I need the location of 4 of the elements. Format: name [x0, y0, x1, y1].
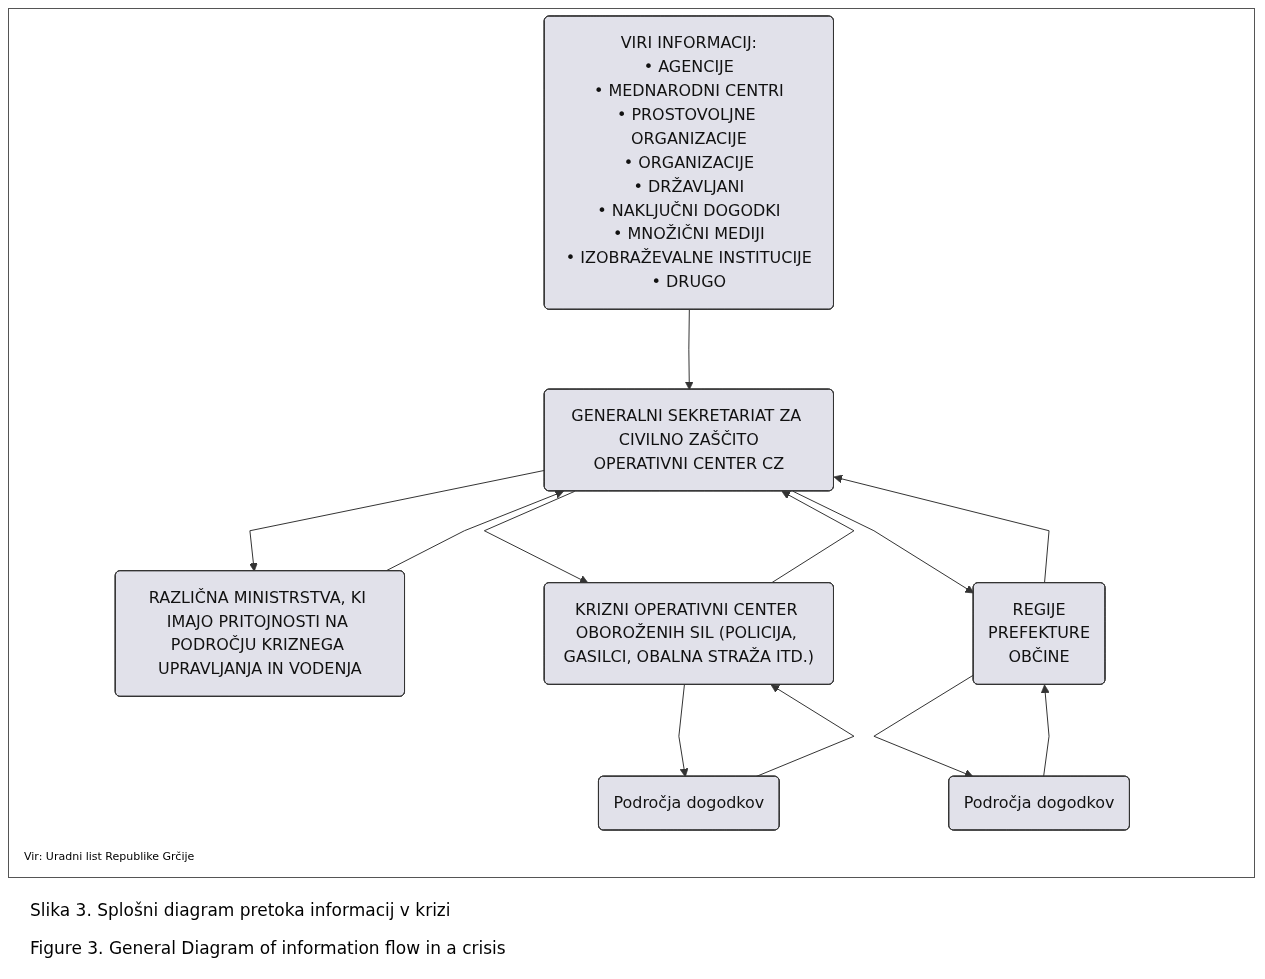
caption: Slika 3. Splošni diagram pretoka informacij v krizi	[30, 900, 451, 920]
caption: Figure 3. General Diagram of information flow in a crisis	[30, 938, 506, 958]
arrow	[484, 490, 589, 584]
source-note: Vir: Uradni list Republike Grčije	[24, 850, 195, 863]
